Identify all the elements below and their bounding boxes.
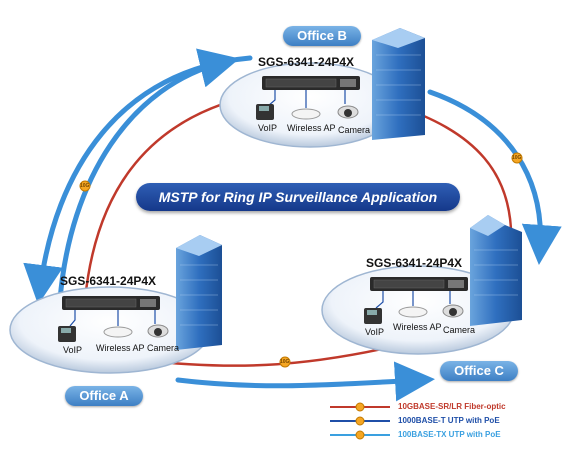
legend-label-utp-1000: 1000BASE-T UTP with PoE — [398, 416, 500, 425]
device-label-ap-b: Wireless AP — [287, 123, 336, 133]
ring-arrow-a-to-b — [57, 48, 240, 303]
device-label-ap-c: Wireless AP — [393, 322, 442, 332]
link-tag-text-ba: 10G — [80, 183, 90, 189]
switch-model-office-c: SGS-6341-24P4X — [366, 256, 463, 270]
device-label-camera-c: Camera — [443, 325, 476, 335]
switch-office-b — [262, 76, 360, 90]
building-office-a — [176, 235, 222, 350]
device-label-voip-a: VoIP — [63, 345, 83, 355]
device-links — [69, 90, 451, 327]
building-office-c — [470, 215, 522, 326]
device-label-voip-b: VoIP — [258, 123, 278, 133]
device-label-voip-c: VoIP — [365, 327, 385, 337]
ring-arrow-a-to-c — [175, 361, 435, 402]
fiber-link-b-a — [83, 93, 256, 301]
link-tag-ac — [279, 356, 291, 368]
link-tag-text-bc: 10G — [512, 155, 522, 161]
camera-office-a — [147, 324, 169, 338]
legend-swatches — [330, 402, 390, 440]
link-tags — [79, 152, 523, 368]
link-tag-bc — [511, 152, 523, 164]
office-label-b: Office B — [283, 26, 361, 46]
voip-phone-office-c — [364, 308, 382, 324]
diagram-title: MSTP for Ring IP Surveillance Applicatio… — [136, 183, 460, 211]
office-label-a: Office A — [65, 386, 143, 406]
wireless-ap-office-a — [103, 326, 133, 338]
link-tag-text-ac: 10G — [280, 359, 290, 365]
device-label-camera-b: Camera — [338, 125, 371, 135]
switch-model-office-b: SGS-6341-24P4X — [258, 55, 355, 69]
switch-office-c — [370, 277, 468, 291]
wireless-ap-office-b — [291, 108, 321, 120]
wireless-ap-office-c — [398, 306, 428, 318]
camera-office-b — [337, 105, 359, 119]
device-label-camera-a: Camera — [147, 343, 180, 353]
building-office-b — [372, 28, 425, 140]
voip-phone-office-b — [256, 104, 274, 120]
legend-label-utp-100: 100BASE-TX UTP with PoE — [398, 430, 501, 439]
link-tag-ba — [79, 180, 91, 192]
office-label-c: Office C — [440, 361, 518, 381]
camera-office-c — [442, 304, 464, 318]
legend-label-fiber: 10GBASE-SR/LR Fiber-optic — [398, 402, 506, 411]
switch-model-office-a: SGS-6341-24P4X — [60, 274, 157, 288]
device-label-ap-a: Wireless AP — [96, 343, 145, 353]
switch-office-a — [62, 296, 160, 310]
voip-phone-office-a — [58, 326, 76, 342]
